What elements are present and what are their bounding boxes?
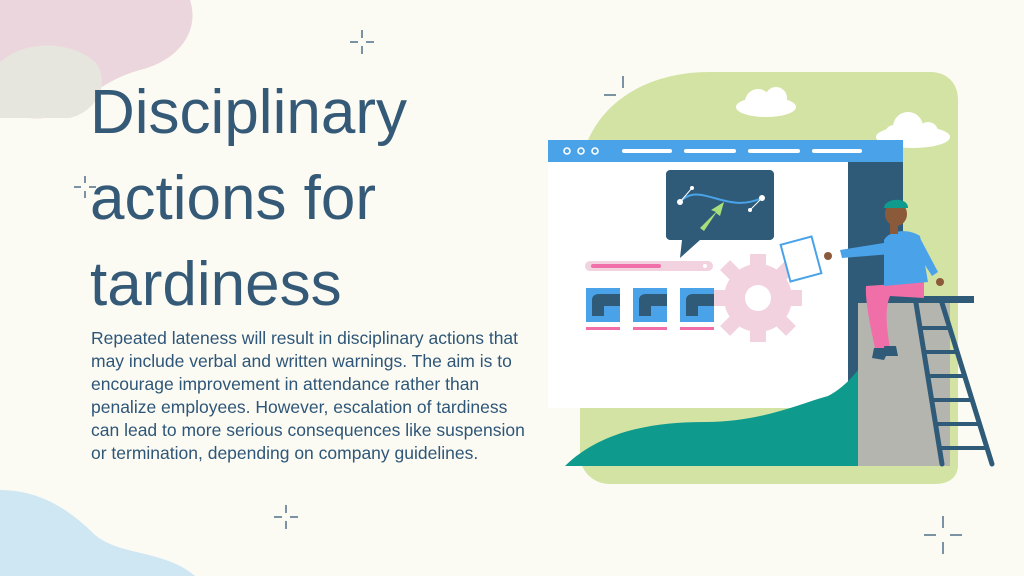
sparkle-icon xyxy=(274,505,298,529)
title-line: Disciplinary xyxy=(90,78,407,147)
slide-title: Disciplinary actions for tardiness xyxy=(90,70,530,328)
web-dashboard-illustration xyxy=(548,72,995,484)
sparkle-icon xyxy=(924,516,962,554)
top-left-blob xyxy=(0,0,193,119)
title-line: actions for xyxy=(90,164,377,233)
sparkle-icon xyxy=(74,176,96,198)
slide-body-text: Repeated lateness will result in discipl… xyxy=(91,328,525,463)
sparkle-icon xyxy=(350,30,374,54)
title-line: tardiness xyxy=(90,250,342,319)
bottom-left-blob xyxy=(0,490,195,576)
